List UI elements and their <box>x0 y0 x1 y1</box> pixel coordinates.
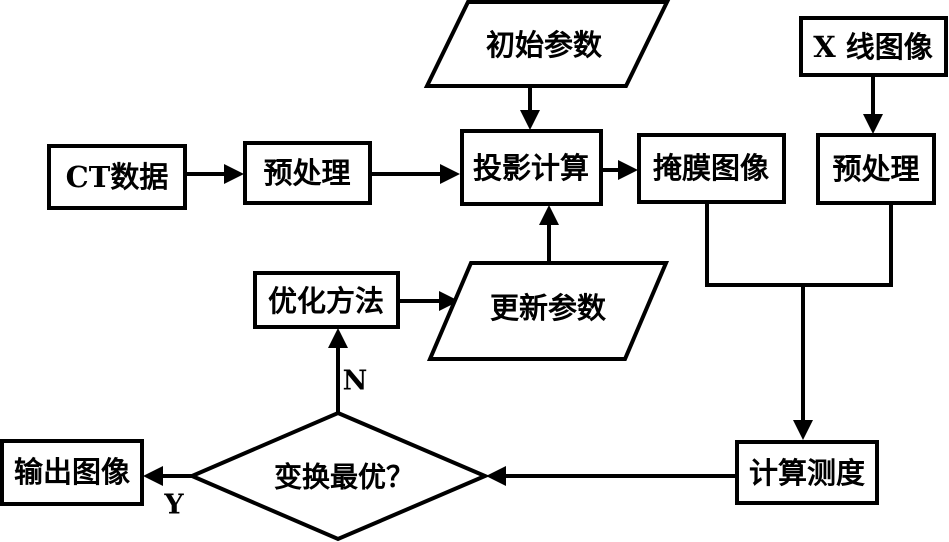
xray-image-box <box>799 16 948 77</box>
projection-label: 投影计算 <box>473 151 589 185</box>
arrowhead <box>486 466 506 486</box>
mask-image-label: 掩膜图像 <box>653 151 769 185</box>
arrowhead <box>328 328 348 348</box>
compute-measure-label: 计算测度 <box>749 456 865 490</box>
compute-measure-box <box>735 440 879 505</box>
projection-box <box>460 129 603 206</box>
edge-preprocess-merge <box>803 204 893 287</box>
arrowhead <box>439 291 459 311</box>
edge-label-no: N <box>343 366 368 397</box>
arrowhead <box>143 466 163 486</box>
arrowhead <box>793 420 813 440</box>
optimize-method-label: 优化方法 <box>268 284 384 318</box>
edge-label-yes: Y <box>163 490 184 521</box>
ct-data-label: CT数据 <box>66 160 169 194</box>
arrowhead <box>618 160 638 180</box>
xray-image-label: X 线图像 <box>813 30 933 64</box>
initial-params-label: 初始参数 <box>486 28 603 62</box>
output-image-box <box>0 439 144 506</box>
output-image-label: 输出图像 <box>14 455 130 489</box>
mask-image-box <box>637 133 786 204</box>
arrowhead <box>520 110 540 130</box>
connectors <box>143 75 893 486</box>
preprocess-left-box <box>243 141 372 205</box>
optimize-method-box <box>253 271 400 329</box>
update-params-label: 更新参数 <box>490 291 607 325</box>
arrowhead <box>440 164 460 184</box>
initial-params-parallelogram <box>423 0 671 88</box>
ct-data-box <box>47 144 187 210</box>
edge-mask-merge <box>705 203 803 287</box>
preprocess-right-box <box>816 133 936 205</box>
decision-label: 变换最优？ <box>274 461 414 494</box>
preprocess-right-label: 预处理 <box>832 152 919 186</box>
arrowhead <box>224 164 244 184</box>
arrowhead <box>863 114 883 134</box>
preprocess-left-label: 预处理 <box>263 156 350 190</box>
arrowhead <box>539 205 559 225</box>
update-params-parallelogram <box>426 261 670 361</box>
decision-diamond <box>186 410 491 542</box>
